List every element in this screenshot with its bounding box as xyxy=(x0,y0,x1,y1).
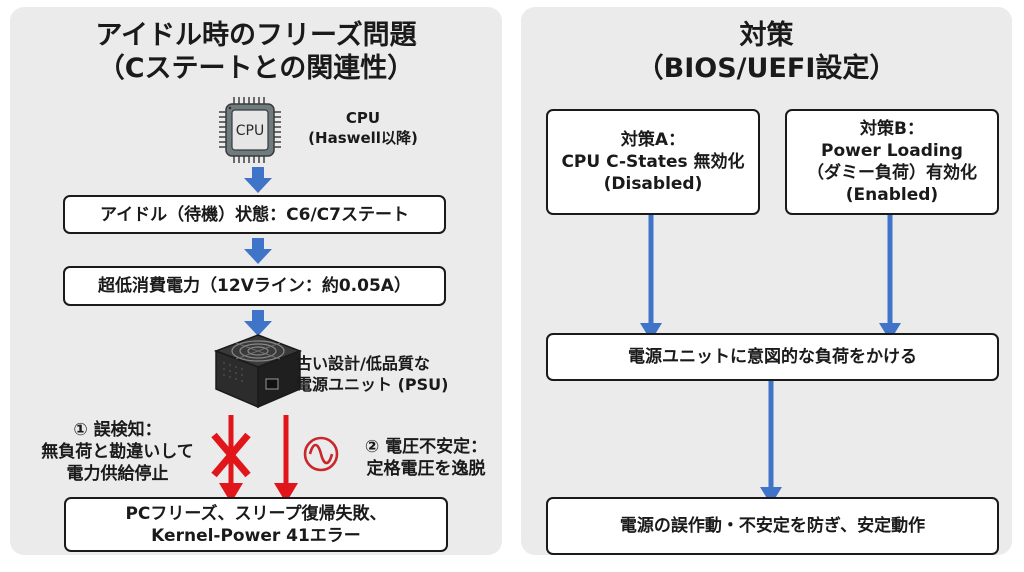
solution-panel: 対策 （BIOS/UEFI設定） 対策A： CPU C-States 無効化 (… xyxy=(521,7,1012,555)
failure-result-box: PCフリーズ、スリープ復帰失敗、 Kernel-Power 41エラー xyxy=(64,497,448,552)
problem-title-line2: （Cステートとの関連性） xyxy=(97,53,415,84)
sine-wave-icon xyxy=(303,436,339,472)
option-a-line3: (Disabled) xyxy=(603,174,703,194)
cross-mark-icon xyxy=(211,432,251,478)
option-b-box: 対策B： Power Loading （ダミー負荷）有効化 (Enabled) xyxy=(785,109,999,215)
option-a-line1: 対策A： xyxy=(620,130,686,150)
cause2-line1: ② 電圧不安定： xyxy=(364,437,488,457)
option-b-line1: 対策B： xyxy=(860,119,924,139)
psu-label-line2: 電源ユニット (PSU) xyxy=(296,375,449,394)
error-arrow-unstable xyxy=(274,415,298,503)
failure-result-line1: PCフリーズ、スリープ復帰失敗、 xyxy=(125,503,387,524)
flow-arrow-a-icon xyxy=(640,215,662,341)
cpu-chip-icon xyxy=(219,97,281,163)
cpu-label-line2: (Haswell以降) xyxy=(308,129,418,147)
flow-arrow-icon xyxy=(244,238,272,264)
flow-arrow-icon xyxy=(244,310,272,336)
cause1-line1: ① 誤検知： xyxy=(73,420,162,440)
option-b-line3: （ダミー負荷）有効化 xyxy=(807,163,977,183)
failure-result-line2: Kernel-Power 41エラー xyxy=(151,525,361,546)
option-a-box: 対策A： CPU C-States 無効化 (Disabled) xyxy=(546,109,760,215)
psu-icon xyxy=(213,334,303,409)
stable-result-box: 電源の誤作動・不安定を防ぎ、安定動作 xyxy=(546,497,999,555)
idle-state-box: アイドル（待機）状態：C6/C7ステート xyxy=(63,195,446,234)
flow-arrow-icon xyxy=(244,167,272,193)
solution-title-line2: （BIOS/UEFI設定） xyxy=(636,53,897,84)
option-b-line4: (Enabled) xyxy=(845,185,939,205)
apply-load-box: 電源ユニットに意図的な負荷をかける xyxy=(546,333,999,381)
option-a-line2: CPU C-States 無効化 xyxy=(561,152,745,172)
cause2-line2: 定格電圧を逸脱 xyxy=(366,459,486,479)
psu-label-line1: 古い設計/低品質な xyxy=(296,354,430,373)
problem-panel: アイドル時のフリーズ問題 （Cステートとの関連性） CPU CPU (Haswe… xyxy=(10,7,502,555)
cause1-line2: 無負荷と勘違いして xyxy=(41,442,194,462)
cpu-label-line1: CPU xyxy=(345,109,381,127)
option-b-line2: Power Loading xyxy=(821,141,963,161)
problem-title-line1: アイドル時のフリーズ問題 xyxy=(95,20,417,51)
solution-title-line1: 対策 xyxy=(739,20,794,51)
cause1-line3: 電力供給停止 xyxy=(66,464,169,484)
flow-arrow-b-icon xyxy=(879,215,901,341)
cpu-chip-text: CPU xyxy=(235,123,265,139)
flow-arrow-result-icon xyxy=(760,381,782,505)
low-power-box: 超低消費電力（12Vライン：約0.05A） xyxy=(63,266,446,306)
